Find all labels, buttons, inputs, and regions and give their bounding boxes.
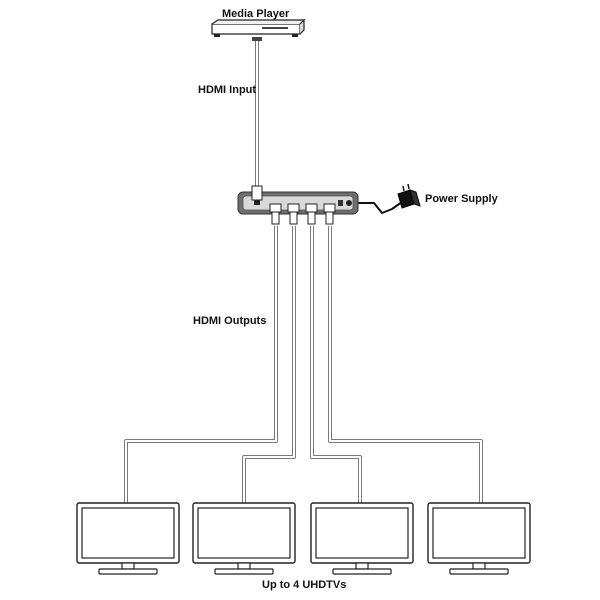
media-player-label: Media Player	[222, 8, 290, 20]
displays-label: Up to 4 UHDTVs	[262, 579, 347, 591]
media-player-icon	[211, 18, 306, 41]
hdmi-output-cable-2	[242, 226, 296, 503]
power-adapter-icon	[397, 183, 421, 209]
tv-icon	[310, 502, 414, 575]
hdmi-output-cable-1	[124, 226, 278, 503]
power-cable	[356, 201, 403, 214]
tv-icon	[76, 502, 180, 575]
tv-icon	[427, 502, 531, 575]
hdmi-splitter-icon	[237, 185, 359, 225]
power-supply-label: Power Supply	[425, 193, 498, 205]
hdmi-input-label: HDMI Input	[198, 84, 257, 96]
hdmi-output-cable-3	[310, 226, 362, 503]
tv-icon	[192, 502, 296, 575]
hdmi-output-ports	[269, 203, 336, 225]
cables	[124, 39, 483, 503]
hdmi-outputs-label: HDMI Outputs	[193, 315, 267, 327]
hdmi-output-cable-4	[328, 226, 483, 503]
